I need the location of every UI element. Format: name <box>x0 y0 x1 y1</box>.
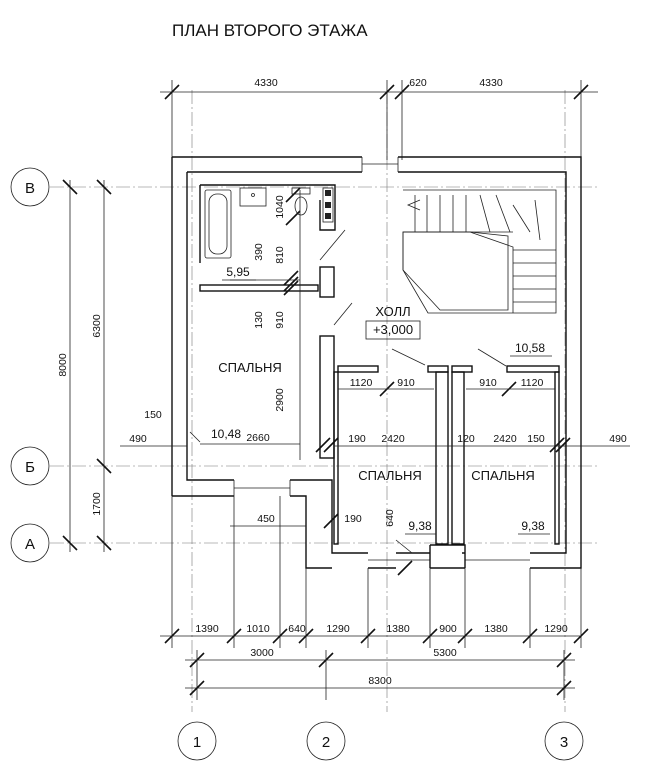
hall-name: ХОЛЛ <box>375 304 410 319</box>
dim-top-left: 4330 <box>254 77 278 89</box>
dim-bottom-900: 900 <box>439 623 457 635</box>
bedroom-left-area: 10,48 <box>211 427 241 441</box>
bedroom-middle-area: 9,38 <box>408 519 432 533</box>
left-dimension-chain: 8000 6300 1700 <box>57 179 112 552</box>
dim-150-left: 150 <box>144 409 162 421</box>
bathroom-area: 5,95 <box>226 265 250 279</box>
hall-area: 10,58 <box>515 341 545 355</box>
dim-1040: 1040 <box>274 195 286 219</box>
dim-bottom-3000: 3000 <box>250 647 274 659</box>
exterior-walls <box>171 156 582 569</box>
dim-490-left: 490 <box>129 433 147 445</box>
dim-490-right: 490 <box>609 433 627 445</box>
top-dimension-chain: 4330 620 4330 <box>160 77 598 160</box>
dim-190-top: 190 <box>348 433 366 445</box>
sink-icon <box>239 187 267 207</box>
dim-2900: 2900 <box>274 388 286 412</box>
svg-text:1: 1 <box>193 734 201 751</box>
dim-910-left: 910 <box>397 377 415 389</box>
door-swings <box>189 229 507 554</box>
axis-row-v: В <box>10 167 50 207</box>
dim-bottom-1380-left: 1380 <box>386 623 410 635</box>
dim-bottom-1010: 1010 <box>246 623 270 635</box>
dim-450: 450 <box>257 513 275 525</box>
dim-910-vertical: 910 <box>274 311 286 329</box>
axis-col-1: 1 <box>177 721 217 761</box>
dim-910-right: 910 <box>479 377 497 389</box>
axis-row-a: А <box>10 523 50 563</box>
bottom-dimension-chain-1 <box>160 496 589 648</box>
dim-left-lower: 1700 <box>91 492 103 516</box>
dim-150-right: 150 <box>527 433 545 445</box>
dim-bottom-1390: 1390 <box>195 623 219 635</box>
dim-810: 810 <box>274 246 286 264</box>
dim-bottom-1380-right: 1380 <box>484 623 508 635</box>
grid-lines <box>50 90 600 712</box>
plan-title: ПЛАН ВТОРОГО ЭТАЖА <box>172 21 368 40</box>
dim-left-total: 8000 <box>57 353 69 377</box>
dim-2660: 2660 <box>246 432 270 444</box>
dim-bottom-1290-right: 1290 <box>544 623 568 635</box>
dim-bottom-8300: 8300 <box>368 675 392 687</box>
dim-bottom-1290-left: 1290 <box>326 623 350 635</box>
staircase-icon <box>402 189 557 314</box>
svg-text:2: 2 <box>322 734 330 751</box>
axis-col-2: 2 <box>306 721 346 761</box>
dim-390: 390 <box>253 243 265 261</box>
dim-top-right: 4330 <box>479 77 503 89</box>
dim-bottom-640: 640 <box>288 623 306 635</box>
bedroom-left-name: СПАЛЬНЯ <box>218 360 282 375</box>
dim-left-upper: 6300 <box>91 314 103 338</box>
toilet-icon <box>291 187 311 216</box>
interior-walls <box>199 184 560 545</box>
dim-1120-left: 1120 <box>350 377 373 389</box>
dim-2420-left: 2420 <box>381 433 405 445</box>
svg-text:Б: Б <box>25 459 35 476</box>
dim-120: 120 <box>457 433 475 445</box>
interior-ticks <box>120 187 630 576</box>
bedroom-right-area: 9,38 <box>521 519 545 533</box>
dim-top-mid: 620 <box>409 77 427 89</box>
dim-bottom-5300: 5300 <box>433 647 457 659</box>
bathtub-icon <box>204 189 232 259</box>
hall-level: +3,000 <box>373 322 413 337</box>
dim-130: 130 <box>253 311 265 329</box>
svg-text:В: В <box>25 180 35 197</box>
bedroom-right-name: СПАЛЬНЯ <box>471 468 535 483</box>
ventilation-ducts-icon <box>322 187 334 223</box>
dim-2420-right: 2420 <box>493 433 517 445</box>
hall-level-box <box>365 320 421 340</box>
axis-row-b: Б <box>10 446 50 486</box>
axis-col-3: 3 <box>544 721 584 761</box>
bottom-dimension-chain-3 <box>185 680 575 696</box>
svg-text:А: А <box>25 536 35 553</box>
bedroom-middle-name: СПАЛЬНЯ <box>358 468 422 483</box>
dim-640-vertical: 640 <box>384 509 396 527</box>
bottom-dimension-chain-2 <box>185 650 575 700</box>
dim-1120-right: 1120 <box>521 377 544 389</box>
svg-text:3: 3 <box>560 734 568 751</box>
dim-190-bottom: 190 <box>344 513 362 525</box>
